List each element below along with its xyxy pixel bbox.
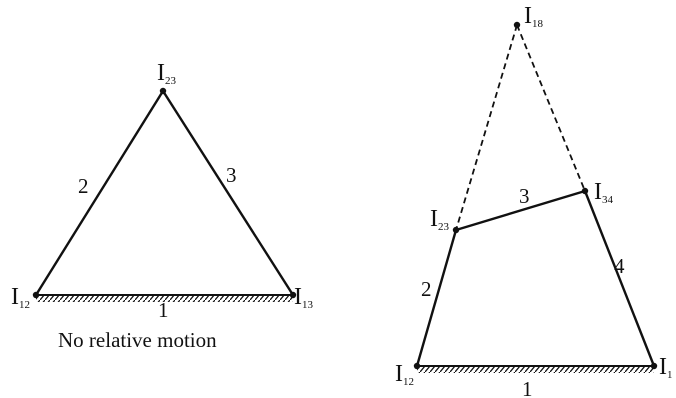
- right-pin-34: [581, 187, 589, 195]
- right-pin-1: [650, 362, 658, 370]
- right-pin-label-18: I18: [524, 3, 544, 30]
- left-pin-label-23: I23: [157, 60, 177, 87]
- right-diagram: I18 I34 I23 I12 I1 3 4 2 1: [395, 3, 673, 398]
- left-pin-23: [159, 87, 167, 95]
- right-dashed-line-18-23: [455, 24, 518, 231]
- right-link-label-4: 4: [614, 254, 625, 278]
- right-link-label-1: 1: [522, 377, 533, 398]
- right-link-2: [415, 229, 458, 367]
- right-dashed-line-18-34: [516, 24, 586, 192]
- left-ground-hatch: [36, 295, 293, 302]
- right-pin-23: [452, 226, 460, 234]
- left-link-label-2: 2: [78, 174, 89, 198]
- right-pin-label-1: I1: [659, 354, 673, 381]
- left-link-label-3: 3: [226, 163, 237, 187]
- left-link-2: [34, 90, 165, 296]
- right-link-label-2: 2: [421, 277, 432, 301]
- right-pin-18: [513, 21, 521, 29]
- right-pin-label-34: I34: [594, 179, 614, 206]
- right-link-4: [583, 190, 656, 367]
- right-link-label-3: 3: [519, 184, 530, 208]
- left-pin-13: [289, 291, 297, 299]
- right-pin-label-12: I12: [395, 361, 414, 388]
- left-link-label-1: 1: [158, 298, 169, 322]
- left-pin-label-13: I13: [294, 284, 314, 311]
- right-ground-hatch: [417, 366, 654, 373]
- right-pin-label-23: I23: [430, 206, 450, 233]
- right-pin-12: [413, 362, 421, 370]
- left-pin-12: [32, 291, 40, 299]
- left-diagram: I23 I12 I13 2 3 1 No relative motion: [11, 60, 314, 352]
- left-caption: No relative motion: [58, 328, 217, 352]
- left-link-3: [161, 90, 295, 296]
- right-link-3: [455, 189, 586, 232]
- left-pin-label-12: I12: [11, 284, 30, 311]
